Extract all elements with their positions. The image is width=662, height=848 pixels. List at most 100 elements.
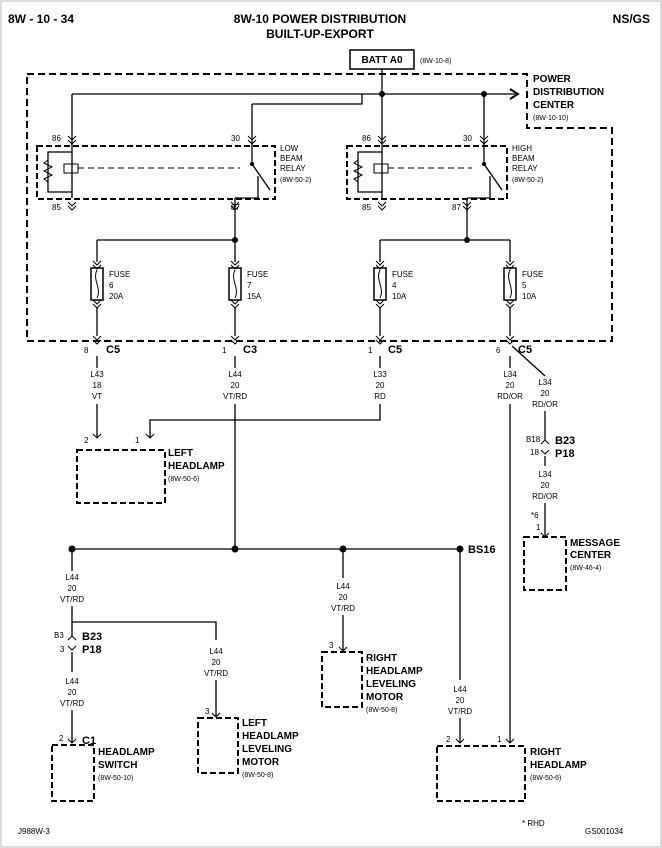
wire-l44-top-color: VT/RD: [223, 392, 247, 401]
wire-l43-gauge: 18: [93, 381, 102, 390]
message-center-note: *6: [531, 511, 539, 520]
headlamp-switch-pin: 2: [59, 734, 64, 743]
high-relay-label-1: HIGH: [512, 144, 532, 153]
footer-right-code: GS001034: [585, 827, 624, 836]
wire-l34-branch-circuit: L34: [538, 378, 552, 387]
connector-c5-right: C5: [518, 344, 532, 356]
right-leveling-motor-box: [321, 651, 363, 708]
wire-l44-left-lower-color: VT/RD: [60, 699, 84, 708]
wire-l44-lev-left-circuit: L44: [209, 647, 223, 656]
wire-l34-main-circuit: L34: [503, 370, 517, 379]
model-code: NS/GS: [613, 12, 650, 26]
batt-label: BATT A0: [361, 55, 403, 66]
connector-b23-left: B23: [82, 631, 102, 643]
low-beam-relay-box: [36, 145, 276, 200]
high-relay-label-2: BEAM: [512, 154, 535, 163]
low-relay-label-3: RELAY: [280, 164, 306, 173]
left-headlamp-label-1: LEFT: [168, 448, 193, 459]
high-beam-relay-box: [346, 145, 508, 200]
fuse-4-word: FUSE: [392, 270, 413, 279]
high-relay-pin-87: 87: [452, 203, 461, 212]
left-headlamp-box: [76, 449, 166, 504]
wire-l34-lower-circuit: L34: [538, 470, 552, 479]
right-headlamp-pin-2: 2: [446, 735, 451, 744]
connector-c1: C1: [82, 735, 96, 747]
right-leveling-label-2: HEADLAMP: [366, 666, 423, 677]
message-center-ref: (8W-46-4): [570, 565, 601, 572]
wire-l44-left-lower-gauge: 20: [68, 688, 77, 697]
wire-l44-left-gauge: 20: [68, 584, 77, 593]
wire-l44-lev-right-circuit: L44: [336, 582, 350, 591]
c3-pin-1: 1: [222, 346, 227, 355]
right-headlamp-label-1: RIGHT: [530, 747, 561, 758]
wire-l44-right-gauge: 20: [456, 696, 465, 705]
pdc-ref: (8W-10-10): [533, 115, 568, 122]
headlamp-switch-label-2: SWITCH: [98, 760, 137, 771]
right-headlamp-ref: (8W-50-6): [530, 775, 561, 782]
wire-l44-top-circuit: L44: [228, 370, 242, 379]
page-reference: 8W - 10 - 34: [8, 12, 74, 26]
left-leveling-label-1: LEFT: [242, 718, 267, 729]
wire-l33-color: RD: [374, 392, 386, 401]
page-subtitle: BUILT-UP-EXPORT: [266, 27, 374, 41]
page-title: 8W-10 POWER DISTRIBUTION: [234, 12, 406, 26]
left-headlamp-pin-2: 2: [84, 436, 89, 445]
left-leveling-label-2: HEADLAMP: [242, 731, 299, 742]
wire-l44-lev-left-gauge: 20: [212, 658, 221, 667]
connector-c3: C3: [243, 344, 257, 356]
c5-pin-8: 8: [84, 346, 89, 355]
fuse-7-number: 7: [247, 281, 252, 290]
high-relay-pin-86: 86: [362, 134, 371, 143]
b23-left-cavity: B3: [54, 631, 64, 640]
right-leveling-label-1: RIGHT: [366, 653, 397, 664]
pdc-label-2: DISTRIBUTION: [533, 87, 604, 98]
wire-l44-right-circuit: L44: [453, 685, 467, 694]
wire-l34-branch-color: RD/OR: [532, 400, 558, 409]
headlamp-switch-box: [51, 744, 95, 802]
wire-l43-circuit: L43: [90, 370, 104, 379]
connector-c5-left: C5: [106, 344, 120, 356]
wire-l34-lower-gauge: 20: [541, 481, 550, 490]
high-relay-pin-30: 30: [463, 134, 472, 143]
wire-l34-branch-gauge: 20: [541, 389, 550, 398]
fuse-6-word: FUSE: [109, 270, 130, 279]
left-leveling-ref: (8W-50-8): [242, 772, 273, 779]
low-relay-ref: (8W-50-2): [280, 177, 311, 184]
low-relay-pin-85: 85: [52, 203, 61, 212]
right-leveling-label-4: MOTOR: [366, 692, 404, 703]
left-leveling-label-3: LEVELING: [242, 744, 292, 755]
wire-l44-left-color: VT/RD: [60, 595, 84, 604]
left-leveling-motor-box: [197, 717, 239, 774]
fuse-6-number: 6: [109, 281, 114, 290]
pdc-label-3: CENTER: [533, 100, 575, 111]
wire-l44-right-color: VT/RD: [448, 707, 472, 716]
fuse-5-word: FUSE: [522, 270, 543, 279]
right-headlamp-box: [436, 745, 526, 802]
wire-l44-lev-right-gauge: 20: [339, 593, 348, 602]
wire-l44-left-circuit: L44: [65, 573, 79, 582]
fuse-7-rating: 15A: [247, 292, 262, 301]
left-headlamp-label-2: HEADLAMP: [168, 461, 225, 472]
right-leveling-ref: (8W-50-8): [366, 707, 397, 714]
wire-l33-gauge: 20: [376, 381, 385, 390]
wire-l44-lev-left-color: VT/RD: [204, 669, 228, 678]
low-relay-label-1: LOW: [280, 144, 299, 153]
wire-l33-circuit: L33: [373, 370, 387, 379]
left-headlamp-ref: (8W-50-6): [168, 476, 199, 483]
connector-p18-left: P18: [82, 644, 102, 656]
fuse-4-rating: 10A: [392, 292, 407, 301]
message-center-pin: 1: [536, 523, 541, 532]
b23-top-cavity: B18: [526, 435, 541, 444]
connector-c5-mid: C5: [388, 344, 402, 356]
left-leveling-label-4: MOTOR: [242, 757, 280, 768]
wire-l34-lower-color: RD/OR: [532, 492, 558, 501]
wire-l44-lev-right-color: VT/RD: [331, 604, 355, 613]
splice-bs16: BS16: [468, 544, 496, 556]
right-headlamp-pin-1: 1: [497, 735, 502, 744]
c5-pin-6: 6: [496, 346, 501, 355]
footer-note: * RHD: [522, 819, 545, 828]
connector-b23-top: B23: [555, 435, 575, 447]
wire-l44-left-lower-circuit: L44: [65, 677, 79, 686]
low-relay-label-2: BEAM: [280, 154, 303, 163]
